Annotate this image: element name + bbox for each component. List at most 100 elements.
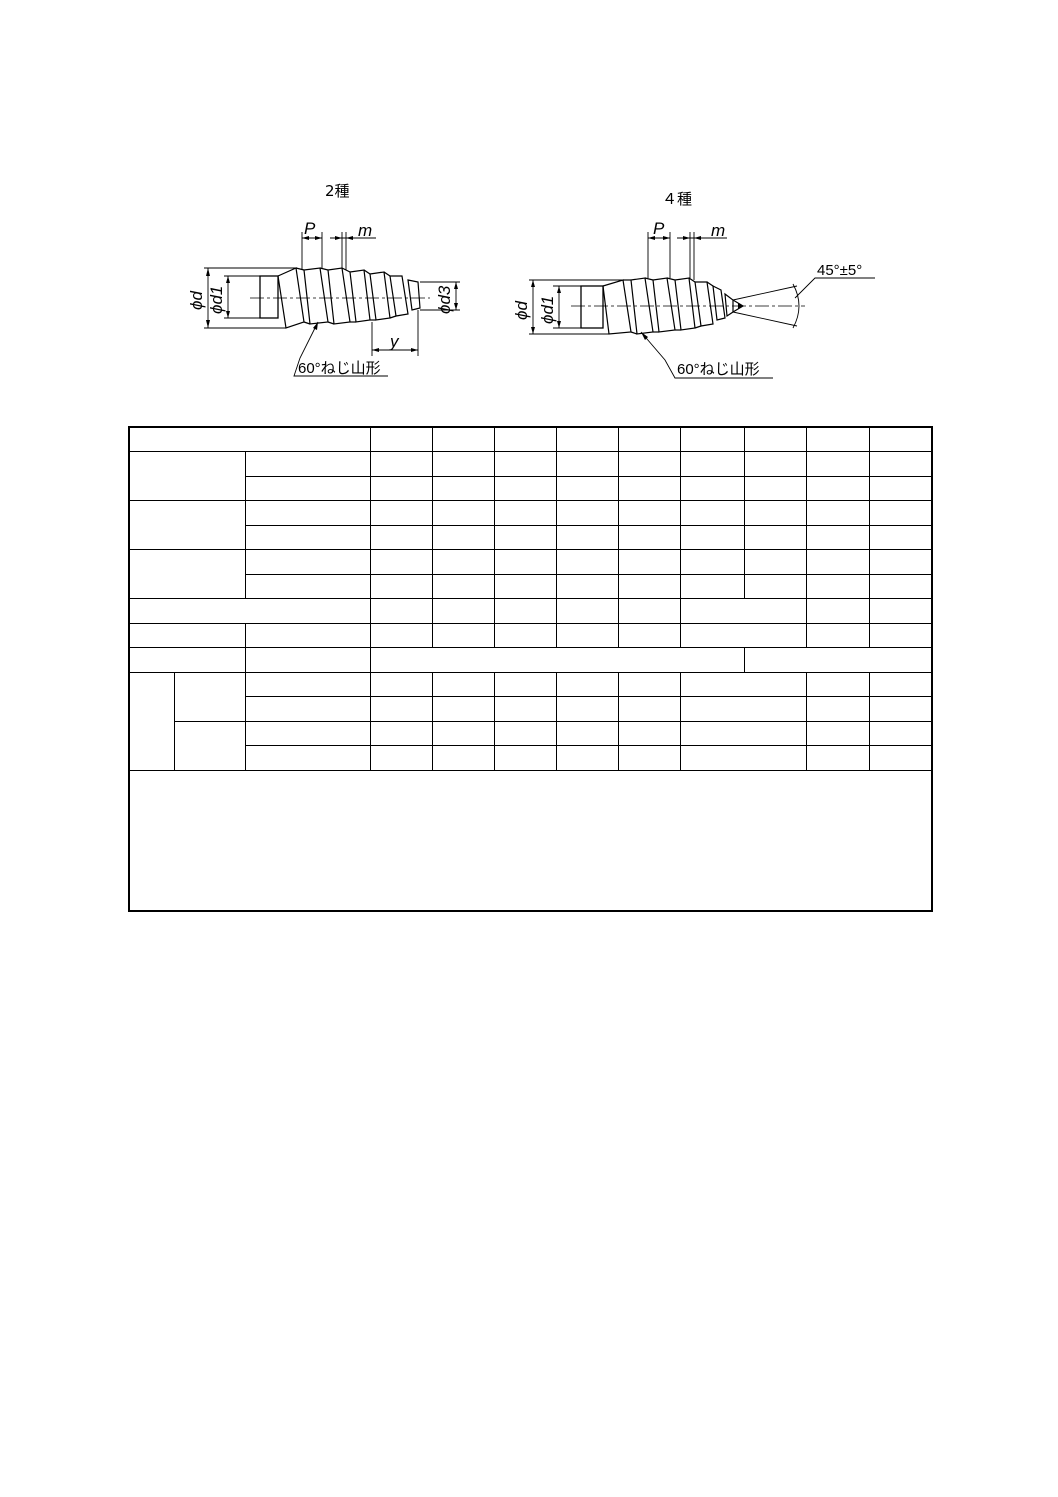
- table-cell: [493, 475, 557, 501]
- table-cell: [555, 696, 619, 722]
- table-cell: [244, 500, 371, 526]
- table-cell: [617, 696, 681, 722]
- table-row: [128, 671, 933, 771]
- type4-pitch-label: P: [653, 219, 665, 238]
- table-cell: [431, 500, 495, 526]
- table-cell: [743, 573, 807, 599]
- table-cell: [128, 671, 175, 771]
- table-cell: [555, 549, 619, 575]
- type2-phi-d1-label: ϕd1: [207, 286, 226, 314]
- table-cell: [369, 451, 433, 477]
- table-row: [128, 622, 933, 648]
- table-cell: [868, 573, 933, 599]
- table-cell: [244, 549, 371, 575]
- type2-phi-d-label: ϕd: [187, 291, 206, 310]
- table-cell: [617, 524, 681, 550]
- table-row: [128, 500, 933, 550]
- table-cell: [555, 598, 619, 624]
- table-cell: [743, 524, 807, 550]
- table-cell: [493, 451, 557, 477]
- type4-m-label: m: [711, 221, 725, 240]
- table-cell: [244, 720, 371, 746]
- table-cell: [493, 598, 557, 624]
- table-cell: [431, 622, 495, 648]
- table-cell: [679, 671, 807, 697]
- table-cell: [431, 549, 495, 575]
- table-cell: [369, 647, 745, 673]
- table-cell: [679, 451, 745, 477]
- table-cell: [555, 745, 619, 771]
- table-cell: [555, 500, 619, 526]
- table-cell: [493, 500, 557, 526]
- type4-title: ４種: [662, 190, 693, 208]
- table-cell: [244, 524, 371, 550]
- table-cell: [805, 745, 870, 771]
- table-cell: [431, 573, 495, 599]
- table-cell: [679, 573, 745, 599]
- table-cell: [555, 671, 619, 697]
- type2-phi-d3-label: ϕd3: [435, 285, 454, 314]
- table-cell: [493, 549, 557, 575]
- table-notes-cell: [128, 769, 933, 911]
- type2-y-label: y: [389, 332, 400, 351]
- table-row: [129, 524, 933, 550]
- table-cell: [679, 549, 745, 575]
- table-cell: [128, 622, 246, 648]
- table-cell: [805, 598, 870, 624]
- table-cell: [868, 524, 933, 550]
- table-cell: [493, 426, 557, 452]
- table-cell: [555, 524, 619, 550]
- table-cell: [743, 426, 807, 452]
- table-cell: [868, 671, 933, 697]
- table-cell: [679, 720, 807, 746]
- table-cell: [805, 500, 870, 526]
- table-cell: [244, 745, 371, 771]
- type2-pitch-label: P: [304, 219, 316, 238]
- table-cell: [805, 524, 870, 550]
- table-cell: [679, 500, 745, 526]
- type4-phi-d-label: ϕd: [512, 301, 531, 320]
- table-row: [129, 720, 933, 771]
- table-cell: [617, 573, 681, 599]
- table-cell: [805, 573, 870, 599]
- table-cell: [868, 475, 933, 501]
- table-cell: [493, 573, 557, 599]
- table-cell: [369, 696, 433, 722]
- table-row: [129, 573, 933, 599]
- table-cell: [617, 720, 681, 746]
- table-cell: [244, 622, 371, 648]
- table-cell: [128, 647, 246, 673]
- table-cell: [868, 745, 933, 771]
- table-cell: [617, 745, 681, 771]
- table-cell: [555, 475, 619, 501]
- table-cell: [679, 622, 807, 648]
- table-cell: [805, 451, 870, 477]
- table-cell: [244, 451, 371, 477]
- table-cell: [555, 573, 619, 599]
- table-cell: [493, 622, 557, 648]
- table-cell: [743, 475, 807, 501]
- table-cell: [805, 622, 870, 648]
- table-cell: [868, 622, 933, 648]
- table-cell: [128, 598, 371, 624]
- table-cell: [369, 745, 433, 771]
- table-cell: [369, 598, 433, 624]
- table-cell: [369, 622, 433, 648]
- table-cell: [617, 622, 681, 648]
- thread-body: [602, 277, 734, 335]
- table-cell: [805, 426, 870, 452]
- table-cell: [617, 475, 681, 501]
- type2-thread-form-label: 60°ねじ山形: [298, 360, 381, 377]
- table-cell: [679, 598, 807, 624]
- spec-table: [128, 426, 933, 912]
- table-cell: [868, 598, 933, 624]
- table-cell: [679, 696, 807, 722]
- table-cell: [805, 475, 870, 501]
- table-cell: [431, 475, 495, 501]
- table-cell: [679, 745, 807, 771]
- table-cell: [868, 549, 933, 575]
- table-cell: [173, 671, 246, 722]
- table-cell: [431, 524, 495, 550]
- table-cell: [617, 426, 681, 452]
- table-cell: [173, 720, 246, 771]
